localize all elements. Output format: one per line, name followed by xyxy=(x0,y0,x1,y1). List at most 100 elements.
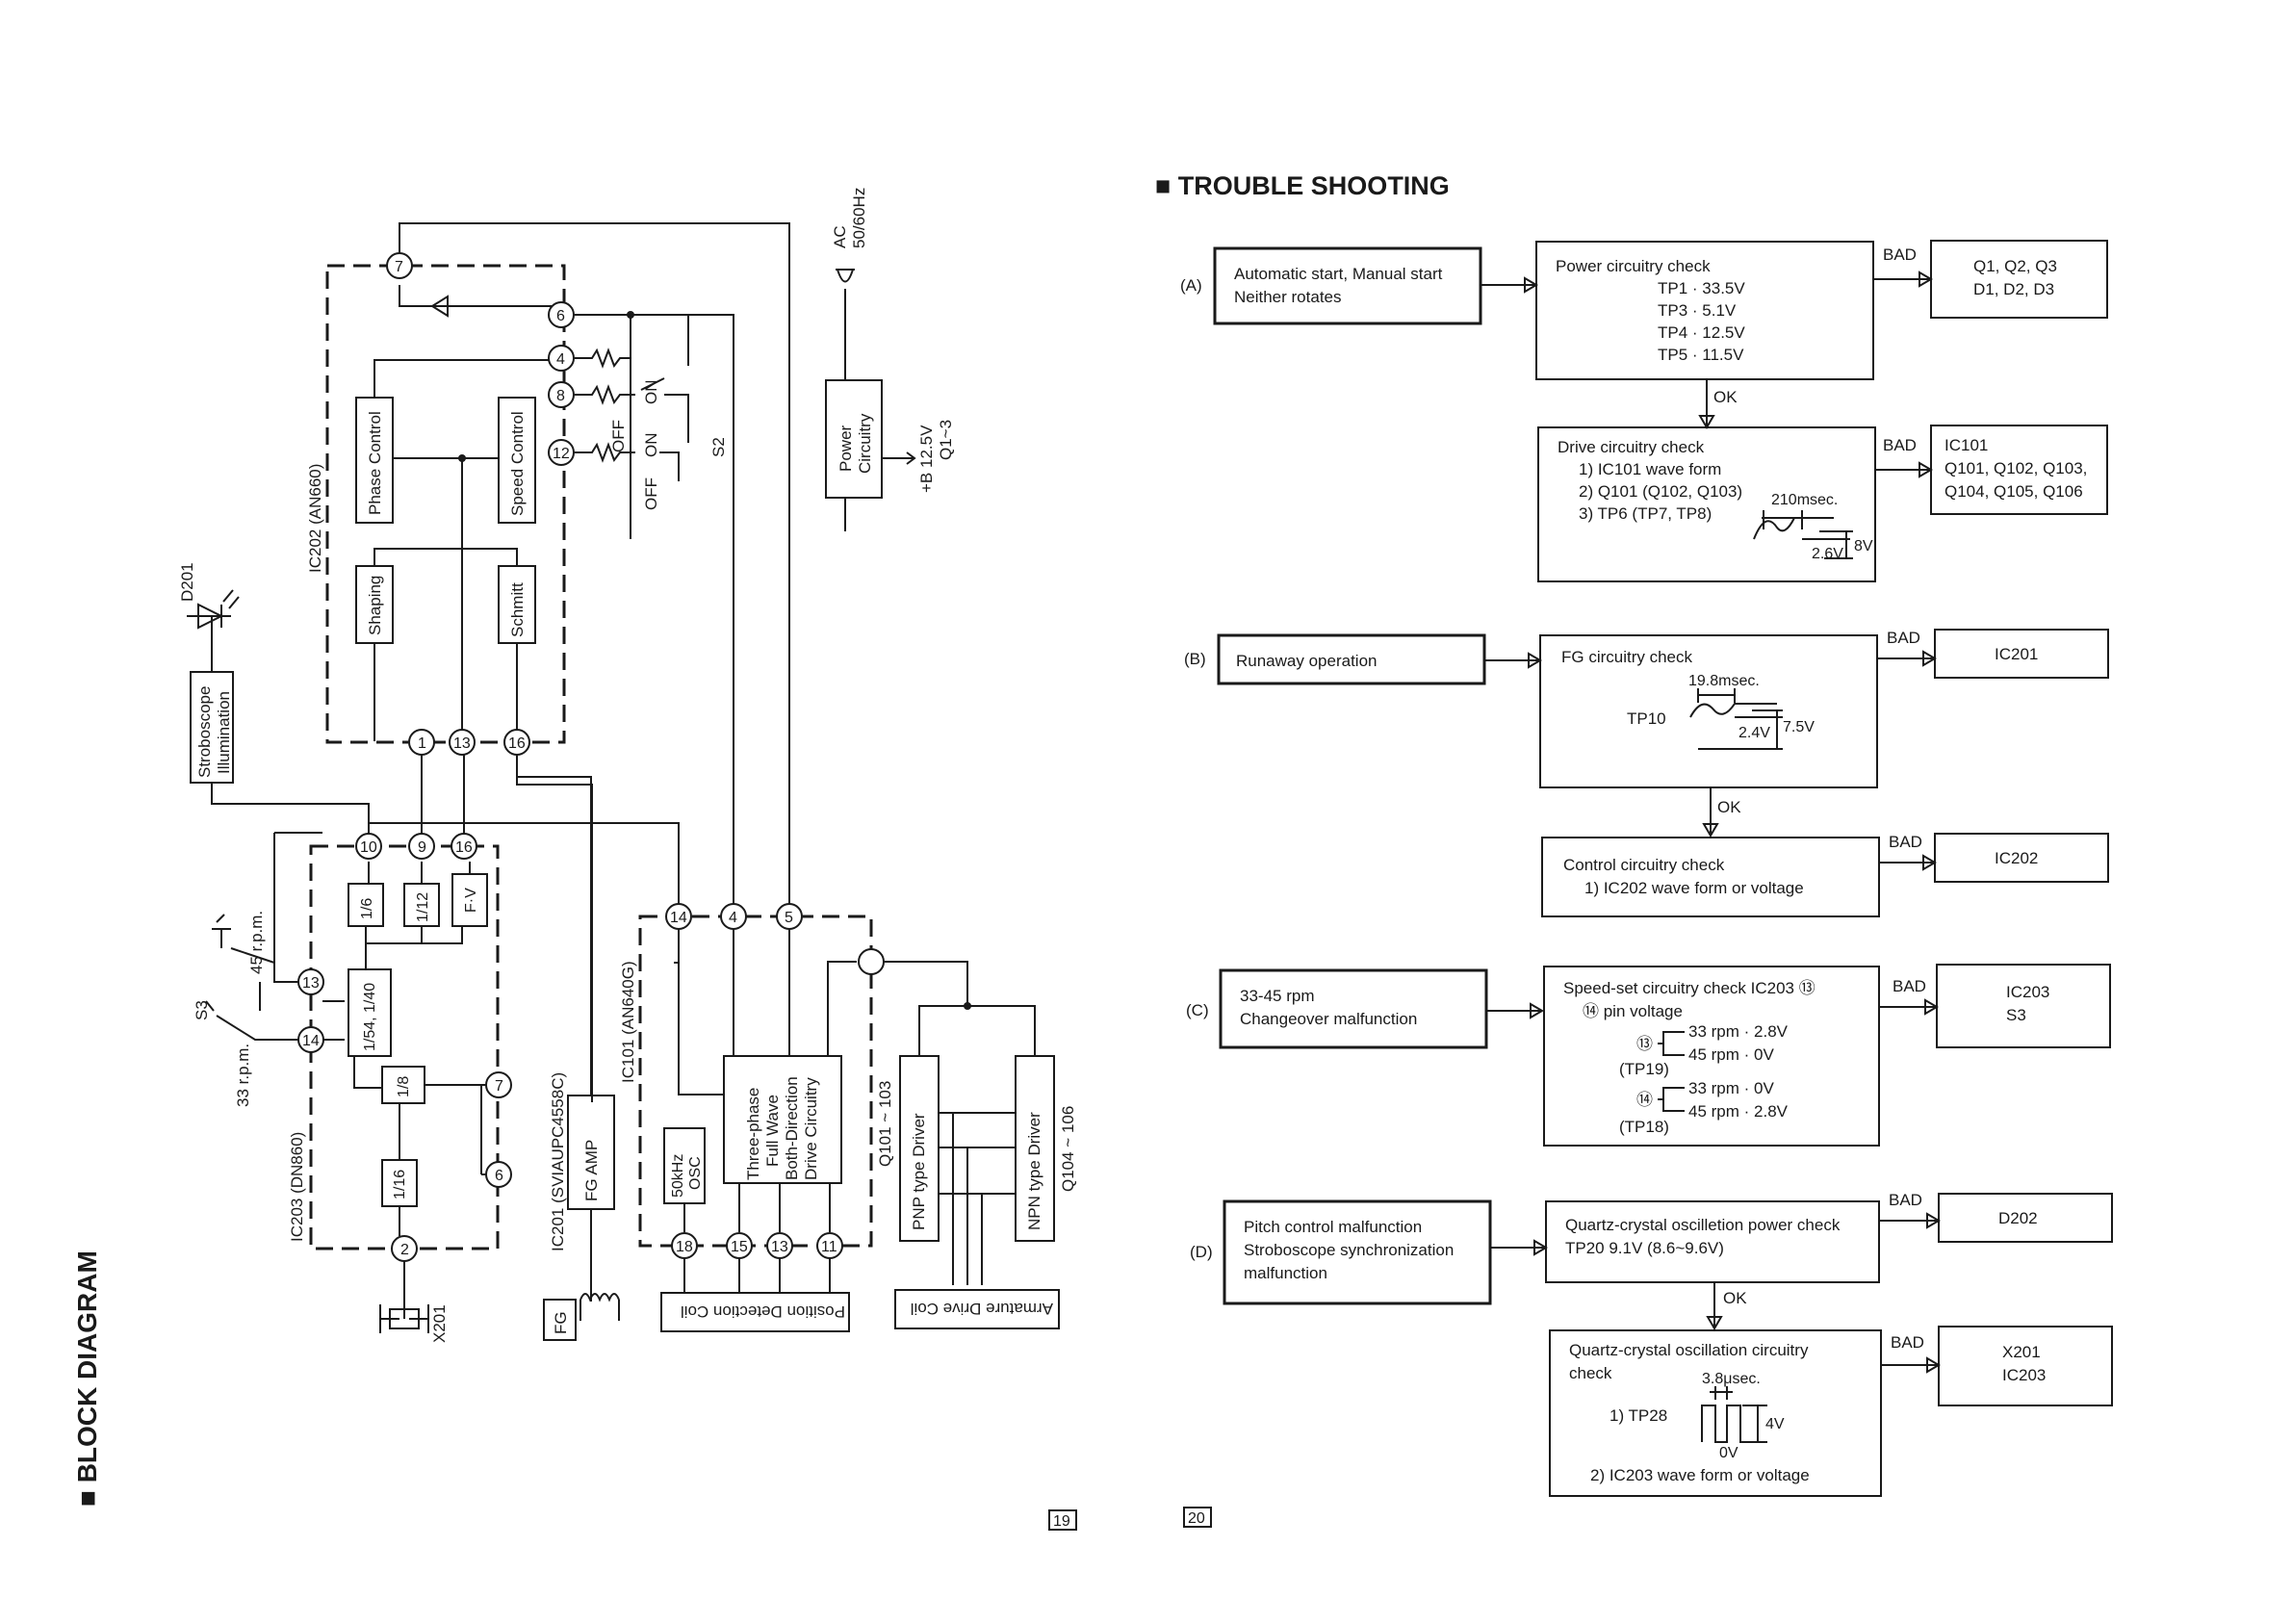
page-number-20-box xyxy=(1183,1507,1212,1528)
c-check1-line-3: ⑬ xyxy=(1636,1035,1653,1053)
fg-amp-label: FG AMP xyxy=(582,1140,601,1201)
d-check2-box xyxy=(1549,1329,1882,1497)
s3-label: S3 xyxy=(193,1000,211,1020)
c-check1-line-2: ⑭ pin voltage xyxy=(1583,1002,1683,1020)
s2-network xyxy=(574,314,689,539)
b-bad-arrow-1 xyxy=(1877,650,1937,667)
ic101-pin-18: 18 xyxy=(676,1239,693,1255)
d-result2-line-2: IC203 xyxy=(2002,1366,2046,1384)
b-result2-box xyxy=(1934,833,2109,883)
c-check1-line-8: 33 rpm · 0V xyxy=(1688,1079,1774,1097)
b-wave-high: 7.5V xyxy=(1783,719,1815,735)
b-check2-line-2: 1) IC202 wave form or voltage xyxy=(1584,879,1804,897)
b-bad-2: BAD xyxy=(1889,833,1922,851)
c-result1-line-2: S3 xyxy=(2006,1006,2026,1024)
c-check1-line-5: 45 rpm · 0V xyxy=(1688,1045,1774,1064)
ac-label-2: 50/60Hz xyxy=(850,188,868,248)
ic202-pin-1: 1 xyxy=(418,735,426,752)
a-result2-box xyxy=(1930,425,2108,515)
ic203-pin-10: 10 xyxy=(360,839,377,856)
d-check2-line-2: check xyxy=(1569,1364,1612,1382)
d-symptom-box xyxy=(1223,1199,1492,1305)
c-bracket-2 xyxy=(1658,1087,1685,1112)
s3-switch xyxy=(205,914,298,1041)
d-bad-arrow-2 xyxy=(1881,1356,1941,1374)
ac-label-1: AC xyxy=(831,225,849,248)
s2-on-label-1: ON xyxy=(642,380,660,405)
power-block xyxy=(825,379,883,499)
c-result1-line-1: IC203 xyxy=(2006,983,2049,1001)
a-wave-period: 210msec. xyxy=(1771,492,1838,508)
c-check1-line-10: (TP18) xyxy=(1619,1118,1669,1136)
b-wave-low: 2.4V xyxy=(1738,725,1770,741)
a-waveform: 210msec. 2.6V 8V xyxy=(1753,492,1873,562)
driver-wire xyxy=(884,961,1036,1056)
ic202-wire xyxy=(373,285,561,741)
d-check2-line-3: 1) TP28 xyxy=(1610,1406,1667,1425)
ic101-pin-11: 11 xyxy=(821,1239,837,1255)
ic201-label: IC201 (SVIAUPC4558C) xyxy=(549,1072,567,1251)
c-symptom-box xyxy=(1219,968,1488,1049)
d-ok: OK xyxy=(1723,1289,1747,1307)
ic203-pins: 10 9 16 13 14 7 6 2 xyxy=(297,833,512,1262)
rpm45-label: 45 r.p.m. xyxy=(247,911,266,974)
ic202-label: IC202 (AN660) xyxy=(306,464,324,573)
b-result1-box xyxy=(1934,629,2109,679)
a-arrow-1 xyxy=(1481,276,1538,294)
fv-label: F·V xyxy=(463,888,479,913)
power-label-1: Power xyxy=(837,425,855,472)
feedback-wire xyxy=(399,222,790,904)
ic101-pin-13: 13 xyxy=(771,1239,788,1255)
ic202-pins: 7 6 4 8 12 1 13 16 xyxy=(386,252,575,756)
position-coil-block xyxy=(660,1292,850,1332)
c-symptom-line-2: Changeover malfunction xyxy=(1240,1010,1417,1028)
ic203-pin-6: 6 xyxy=(495,1168,503,1184)
shaping-label: Shaping xyxy=(366,576,384,635)
ic101-pin-5: 5 xyxy=(785,910,793,926)
ic101-pin-4: 4 xyxy=(729,910,737,926)
pnp-driver-label: PNP type Driver xyxy=(910,1113,928,1230)
stroboscope-label-1: Stroboscope xyxy=(195,686,214,778)
c-check1-box xyxy=(1543,966,1880,1147)
a-symptom-line-2: Neither rotates xyxy=(1234,288,1342,306)
b-check2-line-1: Control circuitry check xyxy=(1563,856,1725,874)
c-arrow-1 xyxy=(1486,1002,1544,1019)
power-label-2: Circuitry xyxy=(856,413,874,474)
b-result2-line-1: IC202 xyxy=(1995,849,2038,867)
d-bad-2: BAD xyxy=(1891,1333,1924,1352)
d-bad-1: BAD xyxy=(1889,1191,1922,1209)
block-diagram-title: ■ BLOCK DIAGRAM xyxy=(72,1250,102,1507)
ic203-pin-9: 9 xyxy=(418,839,426,856)
ic203-pin-2: 2 xyxy=(400,1242,409,1258)
d-symptom-line-3: malfunction xyxy=(1244,1264,1327,1282)
fg-coil-icon xyxy=(579,1293,620,1321)
a-bad-2: BAD xyxy=(1883,436,1917,454)
b-waveform: 19.8msec. 2.4V 7.5V xyxy=(1688,673,1815,750)
s2-on-label-2: ON xyxy=(642,433,660,458)
d-result2-box xyxy=(1938,1326,2113,1406)
b-bad-1: BAD xyxy=(1887,629,1920,647)
ic203-label: IC203 (DN860) xyxy=(288,1132,306,1242)
power-wire xyxy=(844,451,916,531)
a-result2-line-2: Q101, Q102, Q103, xyxy=(1944,459,2087,477)
d201-label: D201 xyxy=(178,562,196,602)
ic202-outline xyxy=(325,264,566,744)
x201-label: X201 xyxy=(430,1304,449,1343)
c-check1-line-4: 33 rpm · 2.8V xyxy=(1688,1022,1789,1041)
osc-label-2: OSC xyxy=(687,1156,704,1190)
d-result1-box xyxy=(1938,1193,2113,1243)
ic101-wire xyxy=(674,929,857,1232)
npn-driver-label: NPN type Driver xyxy=(1025,1112,1043,1230)
d-check1-line-1: Quartz-crystal oscilletion power check xyxy=(1565,1216,1841,1234)
a-symptom-box xyxy=(1213,246,1482,325)
d-ok-arrow xyxy=(1706,1282,1723,1330)
ic101-pin-14: 14 xyxy=(670,910,687,926)
ic203-pin-16: 16 xyxy=(455,839,473,856)
junction-dot xyxy=(458,454,466,462)
s2-label: S2 xyxy=(709,437,728,457)
a-check2-box xyxy=(1537,426,1876,582)
q104-label: Q104 ~ 106 xyxy=(1059,1106,1077,1192)
ic202-pin-13: 13 xyxy=(453,735,471,752)
a-bad-arrow-2 xyxy=(1875,461,1933,478)
d-arrow-1 xyxy=(1490,1239,1548,1256)
